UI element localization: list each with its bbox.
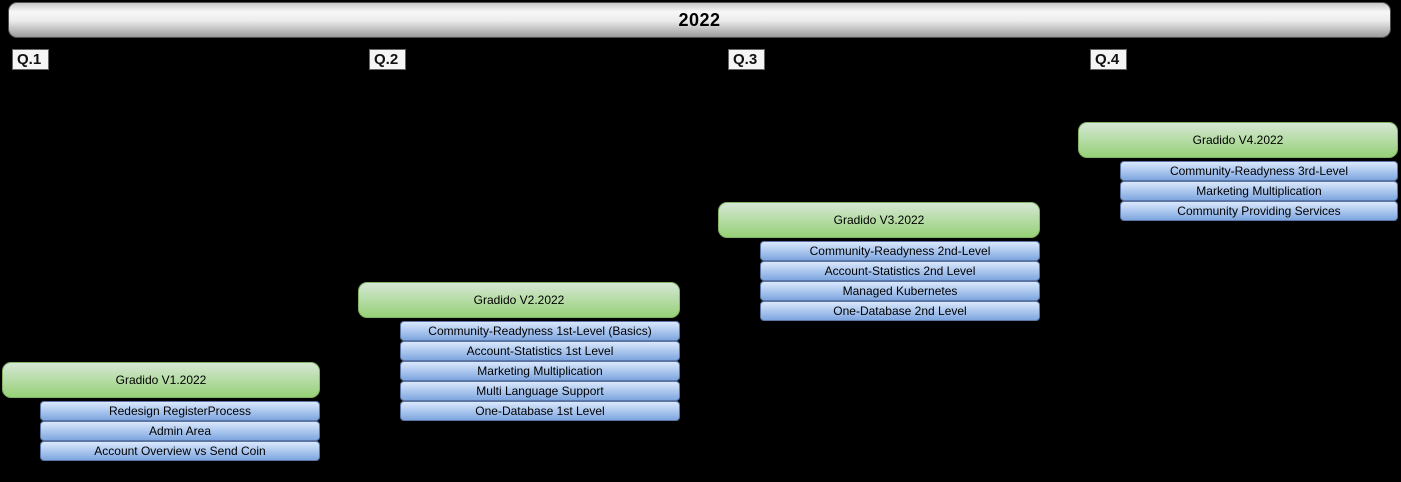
release-title-v3: Gradido V3.2022 — [833, 213, 925, 227]
feature-box: Community Providing Services — [1120, 201, 1398, 221]
feature-box: Community-Readyness 1st-Level (Basics) — [400, 321, 680, 341]
feature-box: Account Overview vs Send Coin — [40, 441, 320, 461]
quarter-label-q3: Q.3 — [728, 49, 766, 70]
feature-box: Multi Language Support — [400, 381, 680, 401]
quarter-label-q2: Q.2 — [369, 49, 407, 70]
feature-list-q2: Community-Readyness 1st-Level (Basics) A… — [400, 321, 680, 421]
year-header-bar: 2022 — [8, 2, 1391, 38]
feature-box: Account-Statistics 2nd Level — [760, 261, 1040, 281]
release-box-v3: Gradido V3.2022 — [718, 202, 1040, 238]
feature-box: Redesign RegisterProcess — [40, 401, 320, 421]
feature-box: Community-Readyness 3rd-Level — [1120, 161, 1398, 181]
quarter-label-q4: Q.4 — [1090, 49, 1128, 70]
release-title-v1: Gradido V1.2022 — [115, 373, 207, 387]
release-title-v4: Gradido V4.2022 — [1192, 133, 1284, 147]
release-box-v2: Gradido V2.2022 — [358, 282, 680, 318]
release-box-v4: Gradido V4.2022 — [1078, 122, 1398, 158]
feature-box: Marketing Multiplication — [1120, 181, 1398, 201]
feature-box: Marketing Multiplication — [400, 361, 680, 381]
feature-box: Community-Readyness 2nd-Level — [760, 241, 1040, 261]
feature-list-q4: Community-Readyness 3rd-Level Marketing … — [1120, 161, 1398, 221]
feature-list-q1: Redesign RegisterProcess Admin Area Acco… — [40, 401, 320, 461]
quarter-label-q1: Q.1 — [12, 49, 50, 70]
feature-box: Admin Area — [40, 421, 320, 441]
year-title: 2022 — [678, 9, 721, 30]
feature-list-q3: Community-Readyness 2nd-Level Account-St… — [760, 241, 1040, 321]
feature-box: Managed Kubernetes — [760, 281, 1040, 301]
feature-box: One-Database 1st Level — [400, 401, 680, 421]
release-title-v2: Gradido V2.2022 — [473, 293, 565, 307]
feature-box: One-Database 2nd Level — [760, 301, 1040, 321]
feature-box: Account-Statistics 1st Level — [400, 341, 680, 361]
release-box-v1: Gradido V1.2022 — [2, 362, 320, 398]
